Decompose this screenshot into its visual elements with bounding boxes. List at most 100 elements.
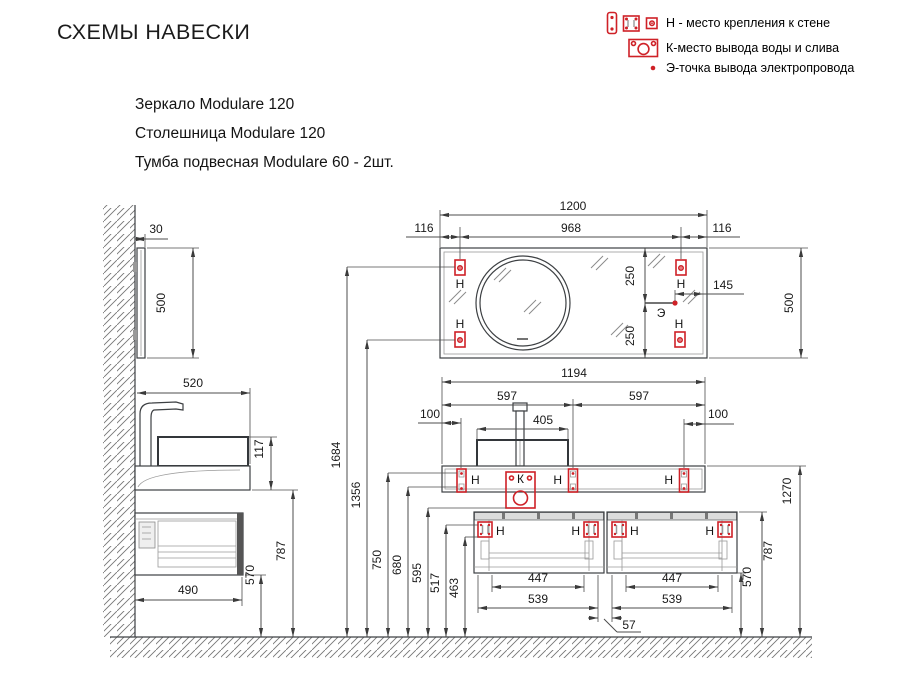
basin-front	[476, 439, 569, 466]
dim-label-1194: 1194	[561, 366, 587, 380]
dim-cabinet-bottom-height-right: 570	[737, 567, 754, 637]
electric-icons	[599, 62, 659, 74]
legend-row-water: К-место вывода воды и слива	[599, 38, 854, 58]
dim-mirror-half-heights: 250 250	[623, 248, 648, 358]
dim-label-680: 680	[390, 555, 404, 575]
dim-label-405: 405	[533, 413, 553, 427]
basin-side	[157, 436, 249, 467]
dim-mirror-mount-span: 968	[459, 221, 682, 259]
water-outlet-marker: К	[505, 471, 536, 509]
dim-label-1270: 1270	[780, 477, 794, 504]
dim-label-463: 463	[447, 578, 461, 598]
dim-mirror-depth: 30	[135, 222, 168, 247]
dim-mirror-width: 1200	[439, 199, 708, 247]
dim-cabinet-top-height-left: 787	[274, 490, 296, 637]
dim-mirror-mount-offset-left: 116	[406, 221, 460, 240]
cab-mount-marker-4: Н	[705, 521, 733, 538]
mirror-mount-marker-bottom-left: Н	[454, 317, 466, 348]
dim-label-447-right: 447	[662, 571, 682, 585]
dim-label-968: 968	[561, 221, 581, 235]
cab-mount-marker-2: Н	[571, 521, 599, 538]
dim-label-517: 517	[428, 573, 442, 593]
mirror-side-view	[133, 247, 146, 359]
dim-label-570-left: 570	[243, 565, 257, 585]
dim-label-145: 145	[713, 278, 733, 292]
cabinet-door-front-side	[237, 513, 243, 575]
mount-label: Н	[705, 524, 714, 538]
dim-label-539-left: 539	[528, 592, 548, 606]
water-icons	[599, 38, 659, 58]
dim-label-570-right: 570	[740, 567, 754, 587]
dim-label-539-right: 539	[662, 592, 682, 606]
dim-cabinet-top-height-right: 787	[739, 511, 775, 637]
wall-section	[103, 205, 136, 637]
dim-cab-bracket-bottom-height: 463	[447, 536, 478, 637]
product-item-mirror: Зеркало Modulare 120	[135, 96, 295, 113]
dim-cabinet-span-right: 539	[611, 575, 733, 622]
mount-label: Н	[553, 473, 562, 487]
product-item-cabinet: Тумба подвесная Modulare 60 - 2шт.	[135, 154, 394, 171]
dim-label-116-right: 116	[712, 221, 731, 235]
mirror-mount-marker-top-left: Н	[454, 259, 466, 291]
dim-label-597-right: 597	[629, 389, 649, 403]
page-title: СХЕМЫ НАВЕСКИ	[57, 20, 251, 44]
mirror-wall-bracket-top	[133, 262, 137, 272]
cabinet-wall-bracket-side	[138, 521, 156, 549]
dim-cabinet-mount-span-right: 447	[625, 571, 719, 592]
dim-label-250-bottom: 250	[623, 326, 637, 346]
dim-basin-width: 405	[476, 413, 569, 440]
dim-label-520: 520	[183, 376, 203, 390]
dim-cabinet-mount-span-left: 447	[491, 571, 585, 592]
dim-cab-bracket-top-height: 517	[428, 524, 478, 637]
dim-bracket-offset-left: 100	[418, 407, 462, 468]
legend-label-water: К-место вывода воды и слива	[666, 41, 840, 55]
faucet-side	[139, 401, 184, 466]
dim-ct-bracket-top-height: 750	[370, 472, 457, 637]
mount-label: Н	[456, 317, 465, 331]
mount-label: Н	[630, 524, 639, 538]
mount-label: Н	[456, 277, 465, 291]
dim-label-100-left: 100	[420, 407, 440, 421]
dim-label-787-right: 787	[761, 541, 775, 561]
cab-mount-marker-1: Н	[477, 521, 505, 538]
dim-cabinet-gap: 57	[588, 615, 641, 633]
cab-mount-marker-3: Н	[611, 521, 639, 538]
dim-label-500-side: 500	[154, 293, 168, 313]
dim-label-500-right: 500	[782, 293, 796, 313]
dim-countertop-halves: 597 597	[442, 389, 705, 468]
countertop-side-view	[134, 401, 251, 491]
floor-section	[110, 636, 812, 658]
legend: Н - место крепления к стене К-место выво…	[599, 11, 854, 75]
ct-mount-marker-middle: Н	[553, 468, 579, 493]
water-label: К	[517, 472, 524, 486]
dim-label-30: 30	[149, 222, 163, 236]
ct-mount-marker-right: Н	[664, 468, 690, 493]
legend-row-mount: Н - место крепления к стене	[599, 11, 854, 35]
dim-cabinet-bottom-height-left: 570	[243, 565, 266, 637]
dim-mirror-height-right: 500	[709, 247, 808, 359]
mount-label: Н	[664, 473, 673, 487]
product-list: Зеркало Modulare 120 Столешница Modulare…	[135, 90, 394, 177]
cabinet-front-view-right	[606, 511, 738, 574]
cabinet-bracket-icon	[622, 14, 640, 32]
dim-mirror-mount-offset-right: 116	[681, 221, 740, 240]
dim-label-787-left: 787	[274, 541, 288, 561]
mount-label: Н	[471, 473, 480, 487]
mirror-mount-marker-bottom-right: Н	[674, 317, 686, 348]
dim-label-250-top: 250	[623, 266, 637, 286]
dim-label-1356: 1356	[349, 481, 363, 508]
dim-countertop-depth: 520	[137, 376, 251, 464]
mount-label: Н	[496, 524, 505, 538]
dim-bracket-offset-right: 100	[683, 407, 734, 468]
dim-cabinet-span-left: 539	[477, 575, 599, 622]
dim-label-447-left: 447	[528, 571, 548, 585]
dim-label-57: 57	[622, 618, 636, 632]
dim-label-1200: 1200	[560, 199, 587, 213]
dim-mirror-height-side: 500	[147, 247, 199, 359]
mount-label: Н	[571, 524, 580, 538]
cabinet-side-view	[134, 512, 244, 576]
mirror-bracket-icon	[645, 17, 658, 30]
mount-label: Н	[675, 317, 684, 331]
legend-row-electric: Э-точка вывода электропровода	[599, 61, 854, 75]
